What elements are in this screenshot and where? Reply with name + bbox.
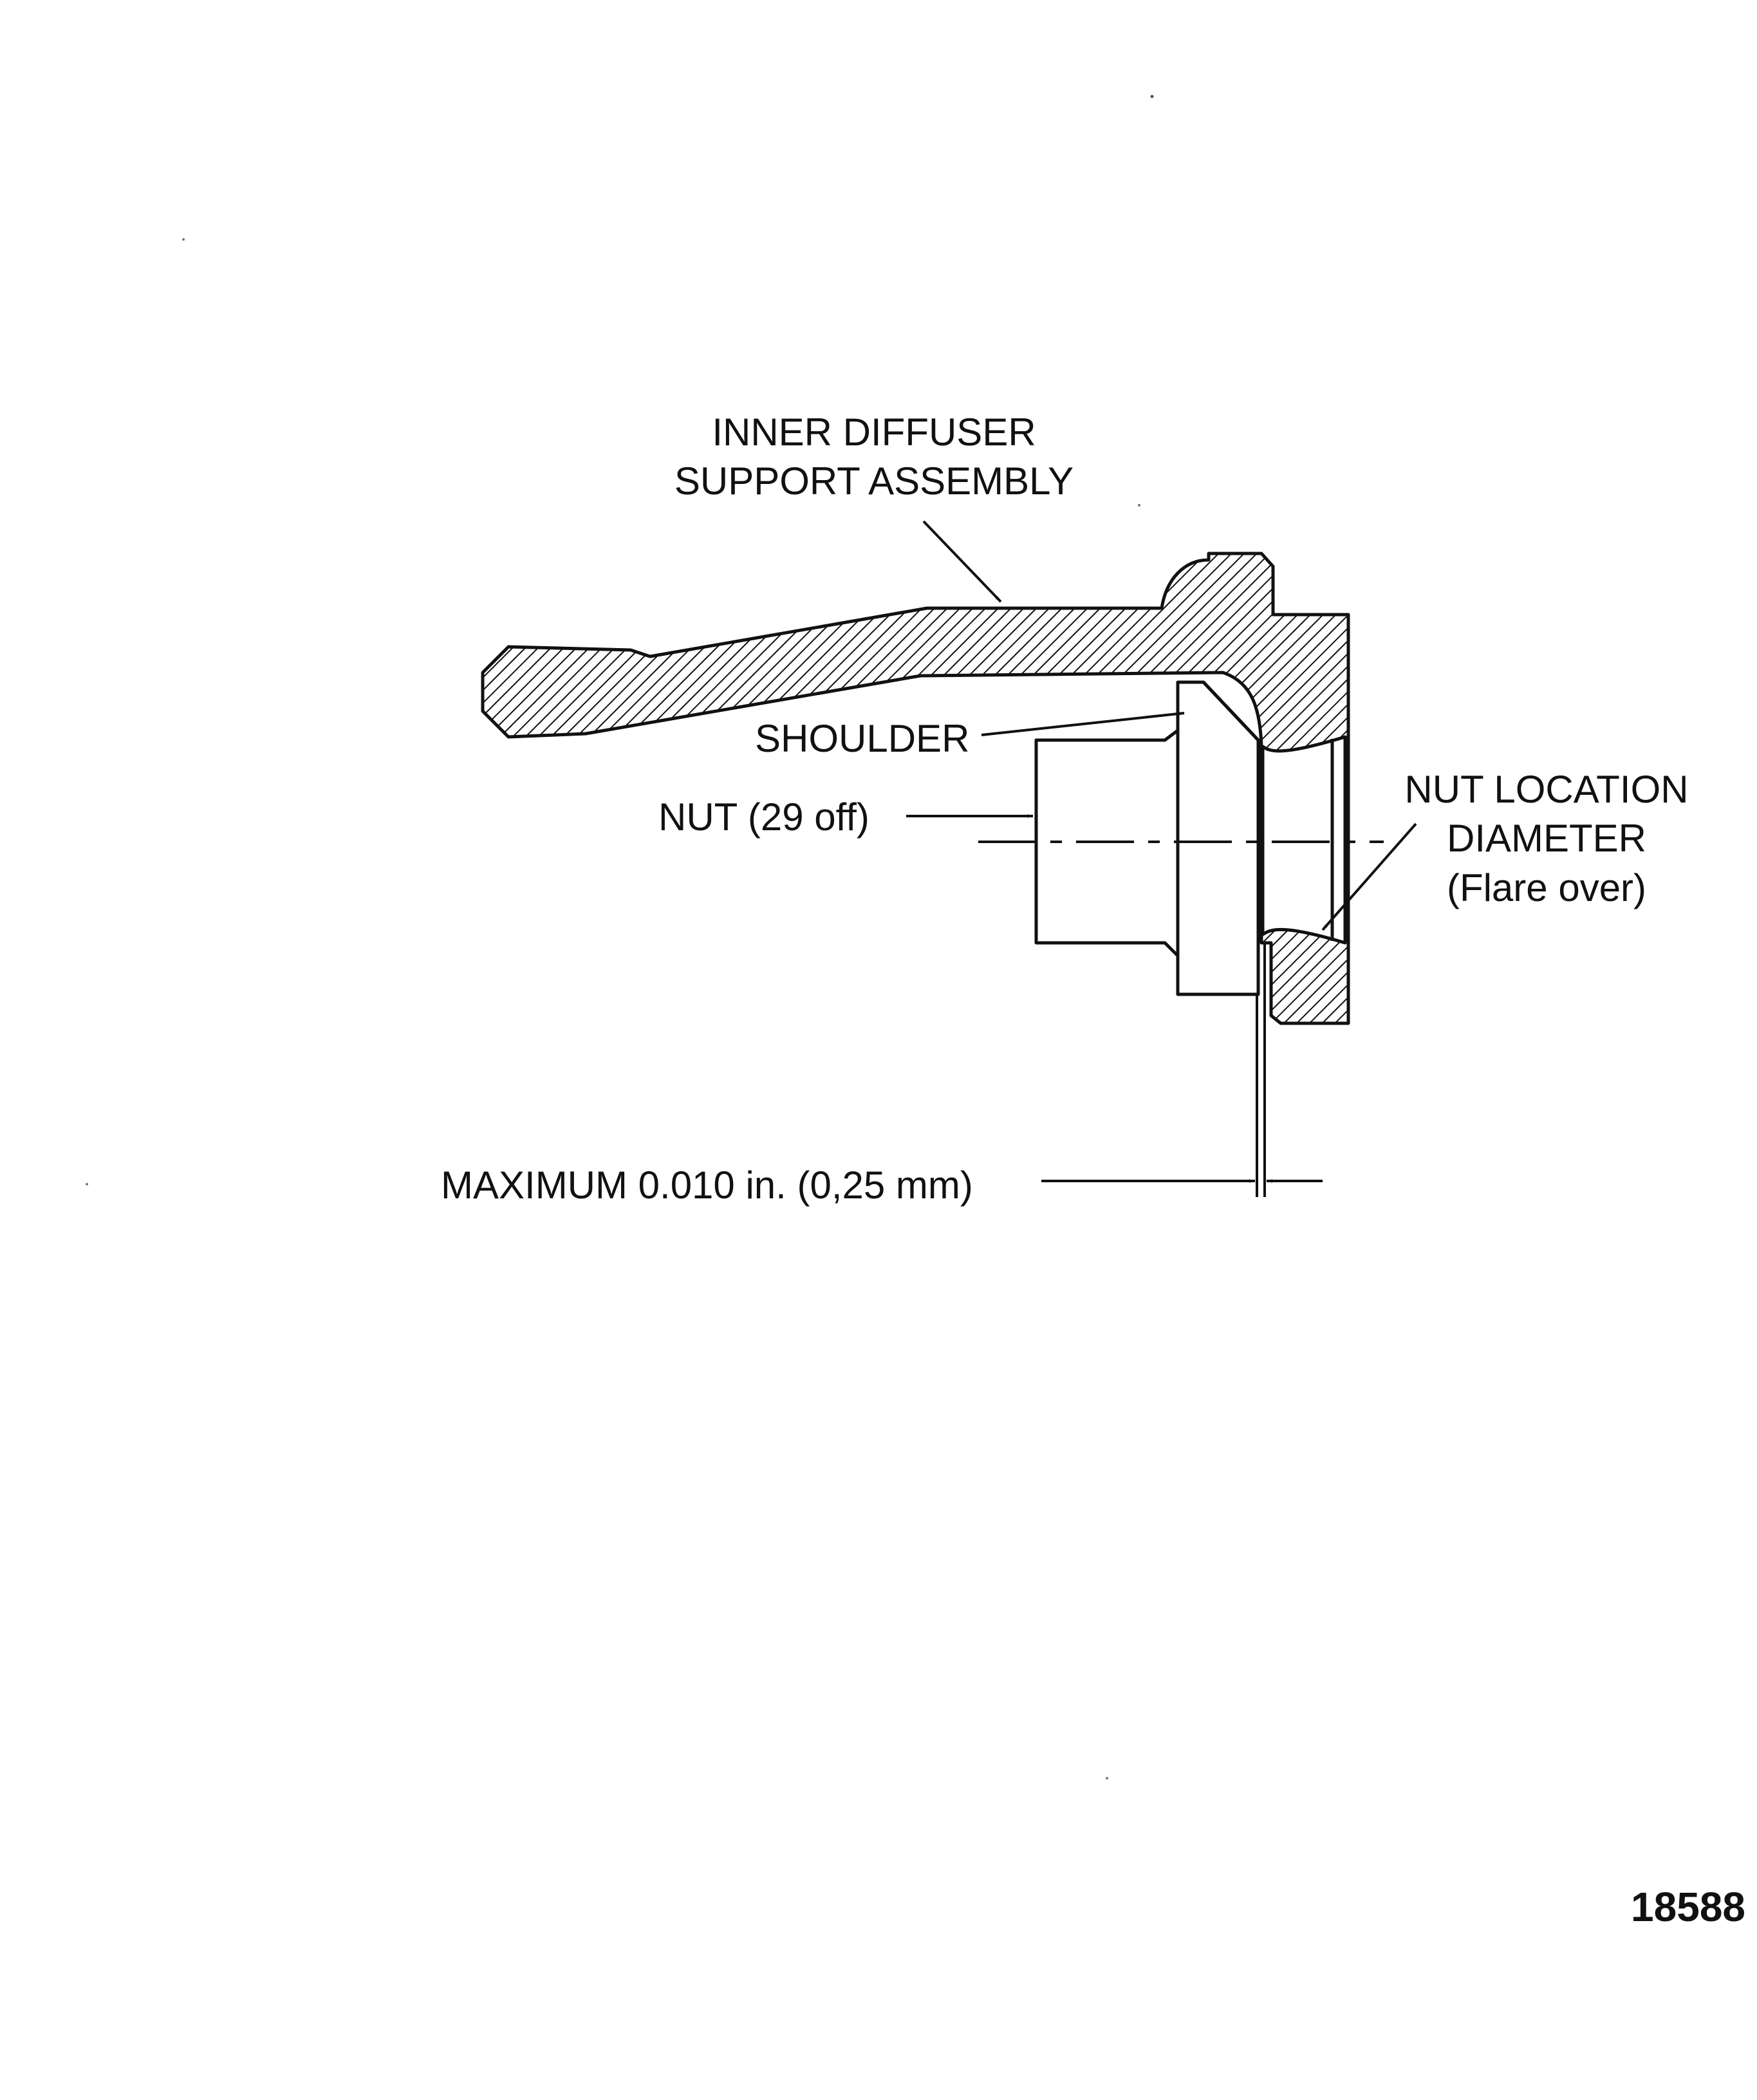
support-leader — [922, 520, 1002, 603]
support-label-line2: SUPPORT ASSEMBLY — [674, 460, 1074, 503]
nut-location-bore — [1261, 735, 1347, 945]
print-speck — [86, 1183, 88, 1185]
print-speck — [1106, 1777, 1108, 1779]
nut-location-label-line2: DIAMETER — [1447, 817, 1646, 860]
support-label-line1: INNER DIFFUSER — [712, 411, 1036, 454]
shoulder-label: SHOULDER — [755, 717, 969, 760]
print-speck — [1138, 504, 1140, 506]
maximum-label: MAXIMUM 0.010 in. (0,25 mm) — [441, 1164, 973, 1207]
shoulder-leader — [981, 712, 1185, 736]
print-speck — [1150, 95, 1154, 98]
nut-shoulder-chamfer — [1202, 681, 1260, 741]
print-speck — [182, 238, 185, 241]
figure-number: 18588 — [1631, 1884, 1745, 1930]
nut-location-leader — [1321, 822, 1417, 931]
support-assembly-section — [481, 552, 1350, 1025]
nut-location-label-line1: NUT LOCATION — [1404, 768, 1688, 811]
nut-label: NUT (29 off) — [658, 795, 869, 839]
nut-location-label-line3: (Flare over) — [1447, 866, 1646, 909]
